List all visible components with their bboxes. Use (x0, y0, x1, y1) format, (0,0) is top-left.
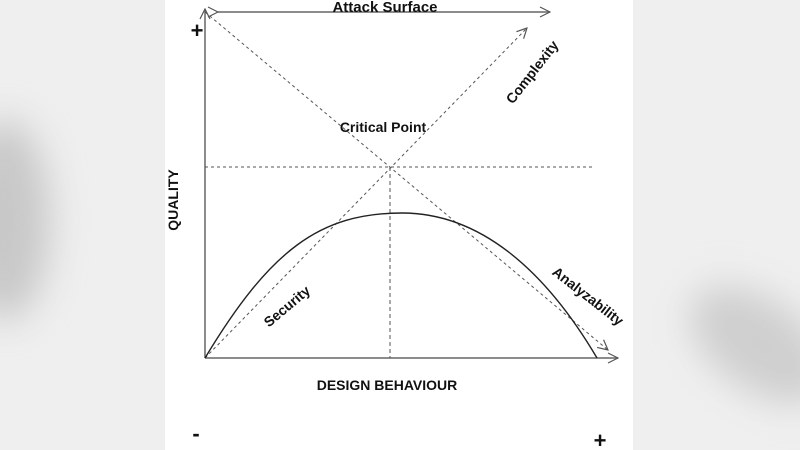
x-right-plus-marker: + (594, 428, 607, 450)
attack-surface-diagonal (204, 11, 608, 350)
analyzability-label: Analyzability (549, 263, 626, 328)
quality-curve (204, 212, 598, 359)
x-axis-label: DESIGN BEHAVIOUR (317, 377, 458, 393)
y-axis-label: QUALITY (165, 169, 181, 231)
critical-point-label: Critical Point (340, 119, 427, 135)
attack-surface-label: Attack Surface (332, 0, 437, 16)
y-top-plus-marker: + (191, 18, 204, 43)
x-left-minus-marker: - (192, 421, 199, 446)
security-label: Security (260, 282, 313, 330)
complexity-diagonal (204, 28, 527, 359)
complexity-label: Complexity (503, 37, 562, 106)
diagram-panel (165, 0, 633, 450)
